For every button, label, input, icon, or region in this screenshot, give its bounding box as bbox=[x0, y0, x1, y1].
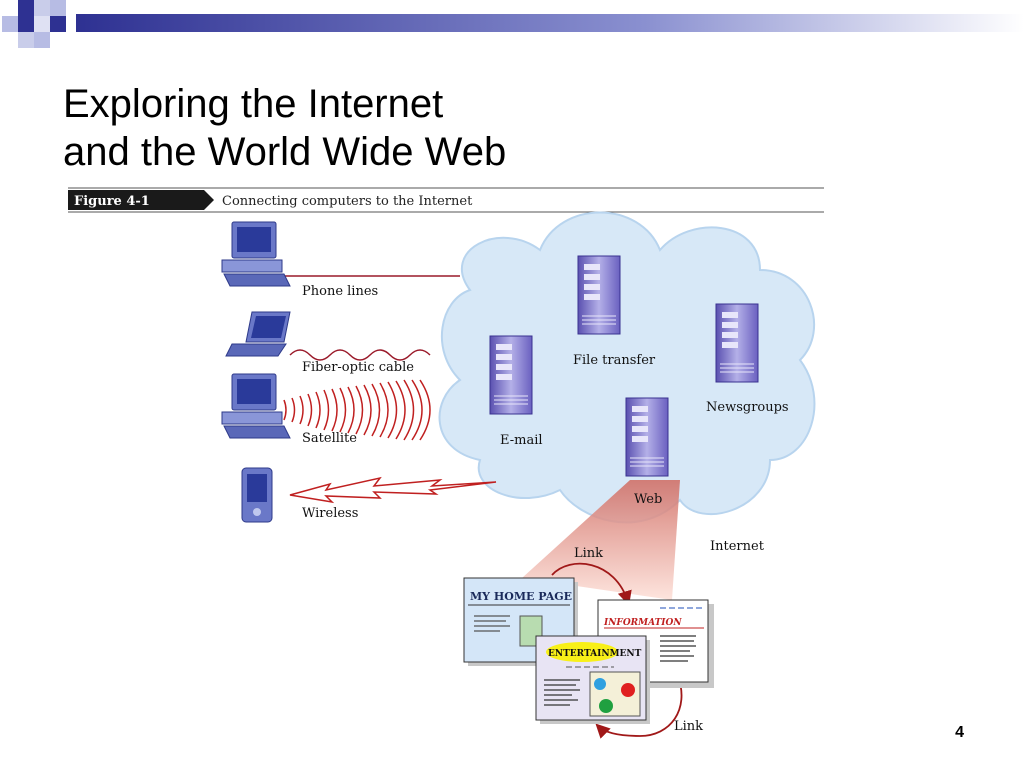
entertainment-page: ENTERTAINMENT bbox=[535, 635, 650, 724]
entertainment-page-title: ENTERTAINMENT bbox=[548, 649, 642, 659]
header-squares-graphic bbox=[2, 0, 1024, 48]
figure-label-tab bbox=[68, 190, 214, 210]
slide-title-line2: and the World Wide Web bbox=[63, 130, 507, 174]
header-gradient-bar bbox=[76, 14, 1024, 32]
server-label-email: E-mail bbox=[500, 433, 543, 448]
handheld-device-icon bbox=[241, 467, 273, 523]
wireless-signal bbox=[289, 476, 497, 504]
page-number: 4 bbox=[955, 724, 964, 741]
slide-title: Exploring the Internet and the World Wid… bbox=[63, 80, 506, 176]
figure-caption: Connecting computers to the Internet bbox=[222, 194, 473, 209]
internet-label: Internet bbox=[710, 539, 765, 554]
newsgroups-server-icon bbox=[715, 303, 759, 383]
file-transfer-server-icon bbox=[577, 255, 621, 335]
desktop-computer-icon bbox=[221, 221, 291, 287]
fiber-optic-line bbox=[289, 349, 431, 361]
link-label-top: Link bbox=[574, 546, 603, 561]
server-label-file-transfer: File transfer bbox=[573, 353, 656, 368]
link-arrow-top bbox=[551, 562, 632, 606]
web-server-icon bbox=[625, 397, 669, 477]
figure-label: Figure 4-1 bbox=[74, 194, 150, 209]
connection-label-phone: Phone lines bbox=[302, 284, 378, 299]
email-server-icon bbox=[489, 335, 533, 415]
link-label-bottom: Link bbox=[674, 719, 703, 734]
link-arrow-bottom bbox=[595, 675, 683, 739]
information-page-title: INFORMATION bbox=[603, 618, 682, 628]
laptop-icon bbox=[225, 311, 291, 357]
slide-title-line1: Exploring the Internet bbox=[63, 82, 444, 126]
header-decoration bbox=[0, 0, 1024, 50]
server-label-web: Web bbox=[634, 492, 662, 507]
satellite-computer-icon bbox=[221, 373, 291, 439]
server-label-newsgroups: Newsgroups bbox=[706, 400, 789, 415]
connection-label-wireless: Wireless bbox=[302, 506, 358, 521]
internet-cloud bbox=[438, 211, 816, 524]
home-page-title: MY HOME PAGE bbox=[470, 590, 572, 603]
connection-label-satellite: Satellite bbox=[302, 431, 357, 446]
web-beam bbox=[522, 480, 680, 600]
satellite-signal bbox=[283, 379, 431, 441]
connection-label-fiber: Fiber-optic cable bbox=[302, 360, 414, 375]
